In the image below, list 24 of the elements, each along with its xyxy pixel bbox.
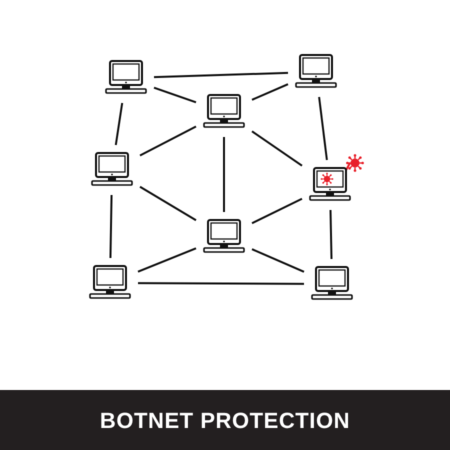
connection-line	[252, 198, 302, 224]
computer-icon	[104, 59, 148, 97]
connection-line	[223, 137, 225, 212]
computer-icon	[294, 53, 338, 91]
connection-line	[252, 83, 288, 101]
computer-icon	[202, 218, 246, 256]
connection-line	[114, 102, 124, 146]
connection-line	[318, 96, 328, 160]
computer-icon	[202, 93, 246, 131]
connection-line	[154, 86, 196, 104]
connection-line	[138, 247, 196, 273]
connection-line	[140, 126, 196, 156]
computer-icon	[90, 151, 134, 189]
connection-line	[251, 130, 303, 167]
connection-line	[139, 186, 197, 222]
connection-line	[154, 72, 288, 78]
connection-line	[109, 194, 113, 258]
title: BOTNET PROTECTION	[100, 406, 350, 434]
connection-line	[138, 282, 304, 285]
connection-line	[330, 210, 332, 260]
computer-icon	[308, 166, 352, 204]
computer-icon	[310, 265, 354, 303]
computer-icon	[88, 264, 132, 302]
connection-line	[252, 248, 304, 273]
